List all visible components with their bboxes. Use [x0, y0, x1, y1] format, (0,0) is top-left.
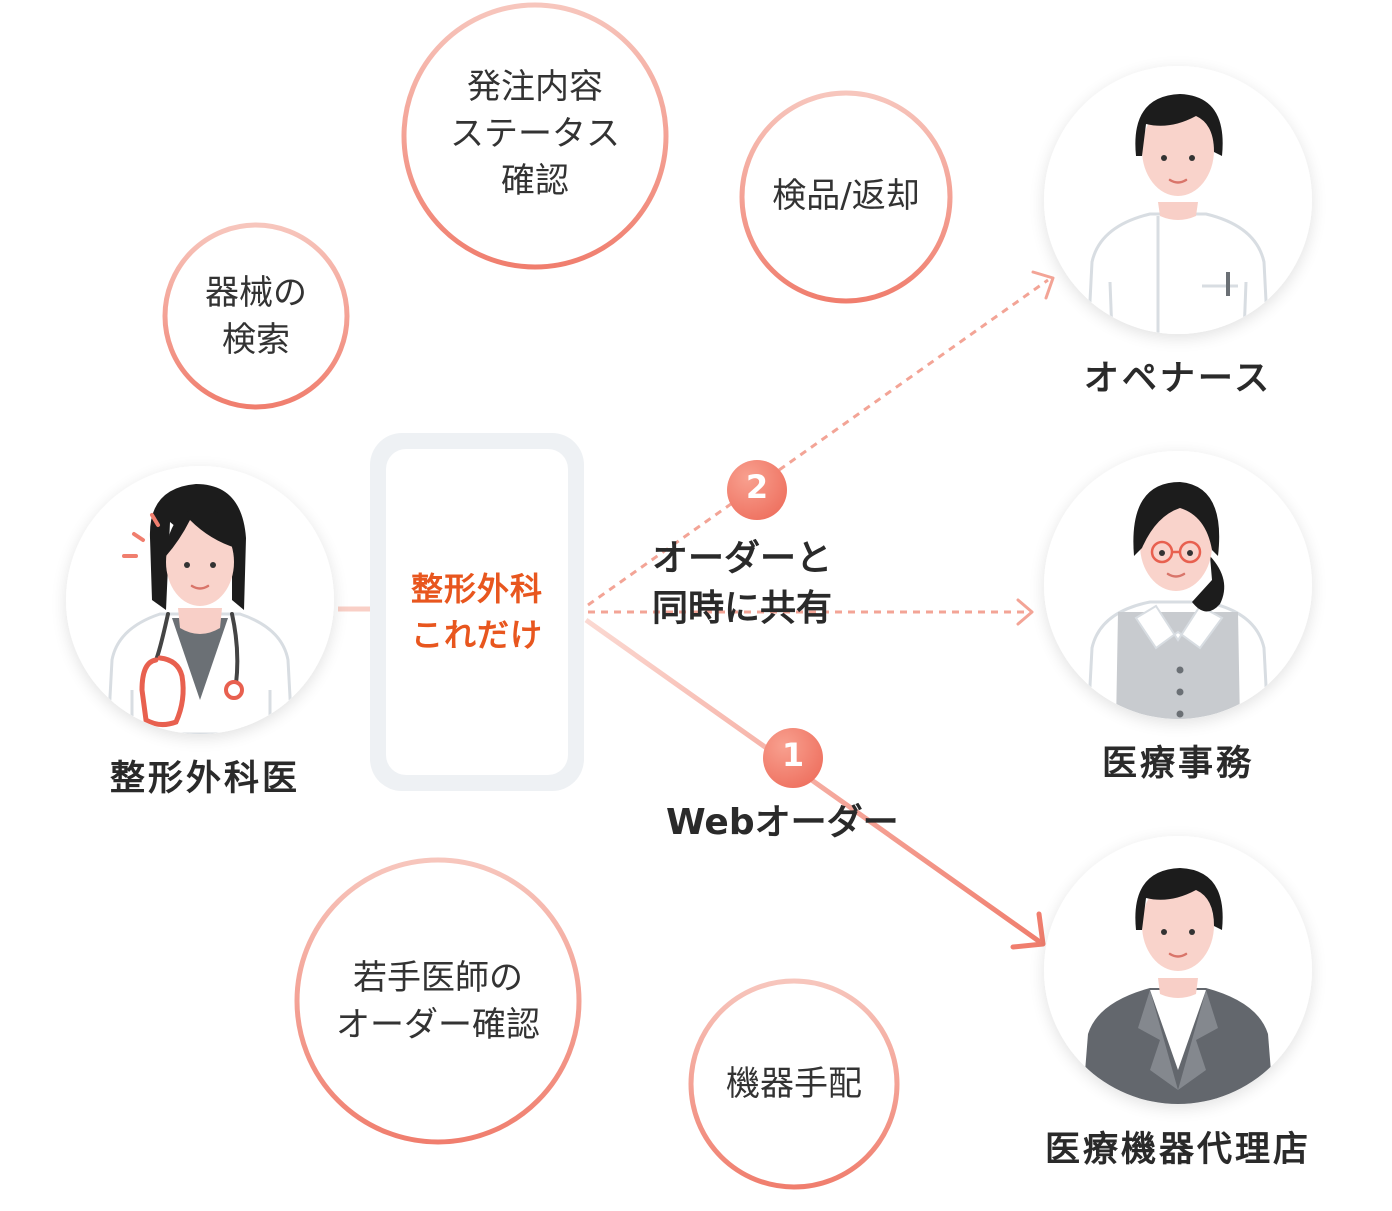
role-label-surgeon: 整形外科医: [109, 759, 300, 799]
share-arrow-nurse: [587, 270, 1055, 607]
dealer-avatar-icon: [1044, 836, 1312, 1104]
feature-label-inspect: 検品/返却: [772, 176, 920, 216]
order-arrow-dealer: [584, 617, 1046, 950]
feature-label-status: 発注内容 ステータス 確認: [450, 67, 620, 201]
feature-ring-inspect: [739, 90, 953, 304]
clerk-avatar-icon: [1044, 451, 1312, 719]
role-label-ope-nurse: オペナース: [1083, 359, 1273, 399]
step-number-2: 2: [745, 468, 769, 506]
phone-device: [370, 433, 584, 791]
feature-ring-arrange: [688, 978, 900, 1190]
step-number-1: 1: [781, 736, 805, 774]
step-label-web-order: Webオーダー: [666, 802, 899, 843]
feature-ring-status: [401, 2, 669, 270]
step-badge-1: [763, 728, 823, 788]
step-label-share: オーダーと 同時に共有: [652, 538, 833, 629]
step-badge-2: [727, 460, 787, 520]
nurse-avatar-icon: [1044, 66, 1312, 334]
feature-label-search: 器械の 検索: [205, 273, 307, 360]
feature-label-arrange: 機器手配: [726, 1064, 862, 1104]
phone-screen-label: 整形外科 これだけ: [410, 570, 543, 654]
feature-label-junior: 若手医師の オーダー確認: [336, 958, 540, 1045]
role-label-dealer: 医療機器代理店: [1044, 1130, 1311, 1170]
surgeon-avatar-icon: [66, 466, 334, 734]
share-arrow-clerk: [588, 598, 1034, 626]
feature-ring-junior: [294, 857, 582, 1145]
feature-ring-search: [162, 222, 350, 410]
role-label-clerk: 医療事務: [1101, 744, 1254, 784]
